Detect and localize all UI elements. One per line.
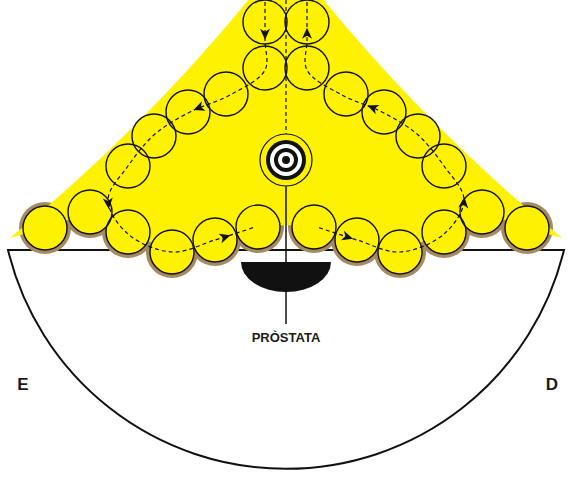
focal-spot xyxy=(324,72,368,116)
focal-spot xyxy=(236,205,280,249)
focal-spot xyxy=(106,210,150,254)
focal-spot xyxy=(243,46,287,90)
target-ring xyxy=(274,148,298,172)
organ-label: PRÒSTATA xyxy=(252,331,321,345)
direction-arrow xyxy=(302,28,312,39)
direction-arrow xyxy=(218,230,232,243)
side-label: E xyxy=(17,376,28,395)
target-ring xyxy=(278,152,294,168)
target-ring xyxy=(282,156,290,164)
focal-spot xyxy=(460,190,504,234)
focal-spot xyxy=(193,218,237,262)
target-outline xyxy=(260,134,312,186)
direction-arrow xyxy=(192,101,206,114)
focal-spot xyxy=(166,90,210,134)
scan-path-right xyxy=(305,2,464,252)
direction-arrow xyxy=(103,197,114,209)
focal-spot xyxy=(505,206,549,250)
focal-spot xyxy=(292,205,336,249)
focal-spot xyxy=(422,210,466,254)
focal-spot xyxy=(335,218,379,262)
scan-path-left xyxy=(108,2,267,252)
side-label: D xyxy=(546,376,558,395)
focal-spot xyxy=(23,206,67,250)
direction-arrow xyxy=(260,29,270,40)
leader-line xyxy=(285,186,287,324)
focal-spot xyxy=(362,90,406,134)
direction-arrow xyxy=(458,196,469,208)
direction-arrow xyxy=(341,231,355,244)
center-line xyxy=(285,0,286,134)
focal-spot xyxy=(68,190,112,234)
direction-arrow xyxy=(366,101,380,114)
target-ring xyxy=(270,144,302,176)
focal-spot xyxy=(285,46,329,90)
focal-spot xyxy=(243,0,287,44)
target-ring xyxy=(266,140,306,180)
focal-spot xyxy=(204,72,248,116)
